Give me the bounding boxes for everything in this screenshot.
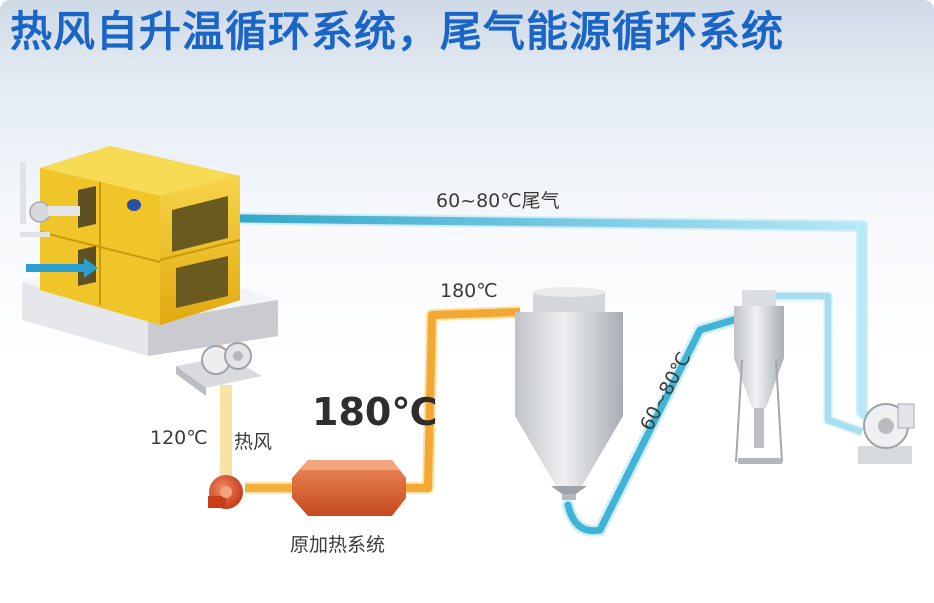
fan-icon <box>176 342 262 396</box>
exhaust-fan-icon <box>858 403 915 464</box>
hot-air-temp-label: 120℃ <box>150 427 208 449</box>
page-title: 热风自升温循环系统，尾气能源循环系统 <box>10 7 785 56</box>
small-cyclone-icon <box>734 290 784 464</box>
heater-temp-label: 180℃ <box>312 390 438 434</box>
dryer-icon <box>20 146 278 356</box>
exhaust-temp-label: 60~80℃尾气 <box>436 190 560 212</box>
hot-air-label: 热风 <box>234 431 273 453</box>
heater-icon <box>292 460 406 516</box>
original-heating-label: 原加热系统 <box>290 534 386 556</box>
return-pipe <box>562 312 746 537</box>
cyclone-icon <box>515 287 623 500</box>
red-fan-icon <box>208 475 243 509</box>
outlet-temp-label: 180℃ <box>440 280 498 302</box>
